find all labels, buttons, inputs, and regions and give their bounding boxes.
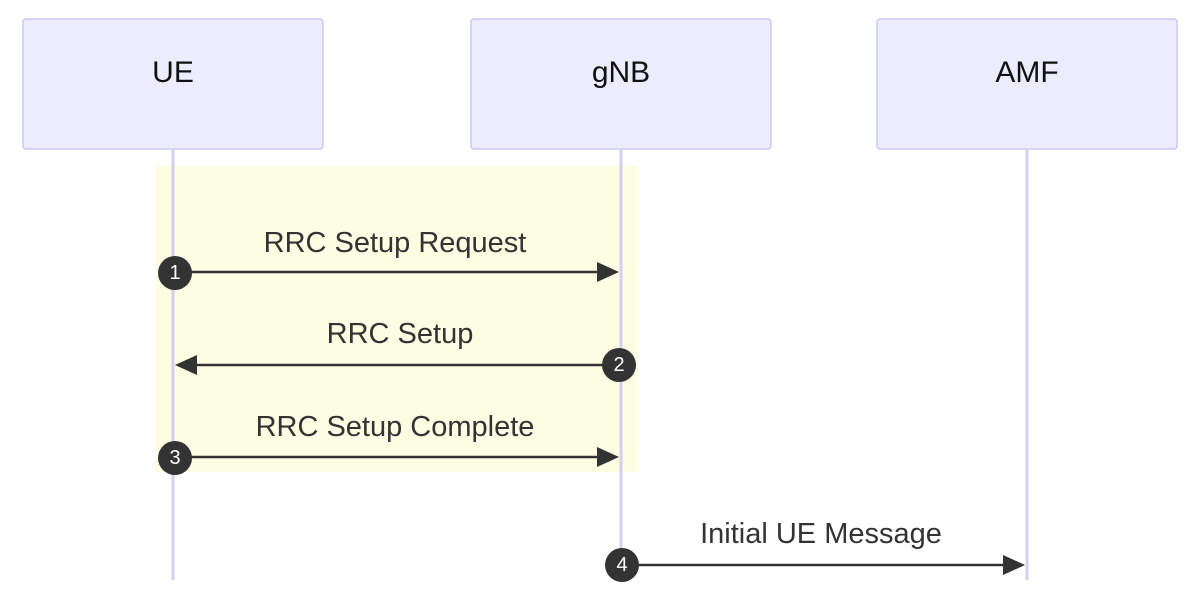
sequence-number: 3 [169, 447, 180, 469]
message-2: RRC Setup 2 [175, 318, 636, 382]
actor-label-gnb: gNB [592, 56, 650, 89]
sequence-number: 4 [616, 554, 627, 576]
actor-box-gnb [470, 18, 772, 150]
message-3: RRC Setup Complete 3 [158, 411, 619, 475]
sequence-badge [605, 548, 639, 582]
actor-label-ue: UE [152, 56, 194, 89]
message-4: Initial UE Message 4 [605, 518, 1025, 582]
message-label: Initial UE Message [700, 518, 942, 550]
actor-box-ue [22, 18, 324, 150]
highlight-block [156, 166, 638, 472]
arrowhead-right-icon [597, 262, 619, 282]
message-label: RRC Setup Complete [256, 411, 535, 443]
arrowhead-right-icon [1003, 555, 1025, 575]
actor-box-amf [876, 18, 1178, 150]
message-label: RRC Setup Request [264, 227, 527, 259]
actor-ue: UE [22, 18, 324, 150]
sequence-number: 2 [613, 354, 624, 376]
sequence-badge [158, 256, 192, 290]
sequence-badge [602, 348, 636, 382]
sequence-badge [158, 441, 192, 475]
arrowhead-left-icon [175, 355, 197, 375]
actor-amf: AMF [876, 18, 1178, 150]
arrowhead-right-icon [597, 447, 619, 467]
sequence-number: 1 [169, 262, 180, 284]
message-label: RRC Setup [327, 318, 474, 350]
actor-gnb: gNB [470, 18, 772, 150]
actor-label-amf: AMF [995, 56, 1058, 89]
message-1: RRC Setup Request 1 [158, 227, 619, 290]
